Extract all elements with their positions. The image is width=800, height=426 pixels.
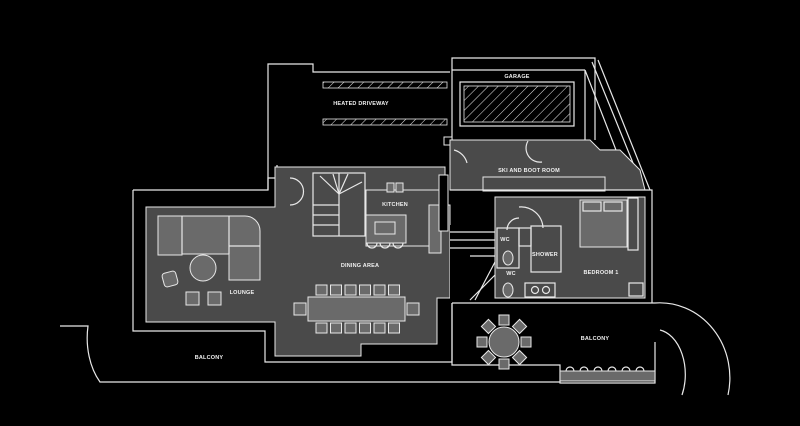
label-shower: SHOWER (532, 252, 558, 258)
dining-chair (330, 284, 342, 296)
door-swing (525, 140, 543, 163)
bed (579, 197, 644, 297)
label-dining-area: DINING AREA (341, 263, 379, 269)
balcony-chair (511, 349, 528, 366)
balcony-chair (498, 314, 510, 326)
dining-chair (373, 322, 386, 334)
balcony-chair (520, 336, 532, 348)
balcony-right (451, 302, 731, 396)
kitchen (365, 174, 449, 254)
label-lounge: LOUNGE (230, 290, 255, 296)
staircase (289, 172, 366, 237)
dining-chair (344, 284, 357, 296)
exterior-wall (133, 165, 278, 191)
ottoman (207, 291, 222, 306)
exterior-wall (450, 189, 653, 303)
label-bedroom-1: BEDROOM 1 (583, 270, 618, 276)
sofa (157, 215, 261, 281)
bathroom (496, 206, 562, 298)
coffee-table (189, 254, 217, 282)
balcony-chair (476, 336, 488, 348)
balcony-chair (511, 318, 528, 335)
boot-bench (482, 176, 606, 192)
dining-chair (359, 322, 371, 334)
label-wc-lower: WC (506, 271, 516, 277)
dining-chair (330, 322, 342, 334)
garage (443, 57, 651, 191)
dining-chair (388, 322, 400, 334)
armchair (161, 270, 179, 288)
dining-chair (388, 284, 400, 296)
label-kitchen: KITCHEN (382, 202, 408, 208)
door-swing (453, 149, 468, 164)
label-heated-driveway: HEATED DRIVEWAY (333, 101, 389, 107)
label-garage: GARAGE (504, 74, 529, 80)
balcony-chair (498, 358, 510, 370)
balcony-chair (480, 349, 497, 366)
label-balcony-left: BALCONY (195, 355, 224, 361)
dining-chair (344, 322, 357, 334)
lower-stairs (450, 225, 496, 301)
label-balcony-right: BALCONY (581, 336, 610, 342)
label-wc-upper: WC (500, 237, 510, 243)
round-table (488, 326, 520, 358)
balcony-chair (480, 318, 497, 335)
balcony-left (60, 325, 560, 383)
dining-table (293, 284, 420, 334)
ottoman (185, 291, 200, 306)
dining-chair (315, 284, 328, 296)
label-ski-boot-room: SKI AND BOOT ROOM (498, 168, 560, 174)
dining-chair (373, 284, 386, 296)
heated-driveway (267, 63, 450, 190)
dining-chair (359, 284, 371, 296)
dining-chair (315, 322, 328, 334)
